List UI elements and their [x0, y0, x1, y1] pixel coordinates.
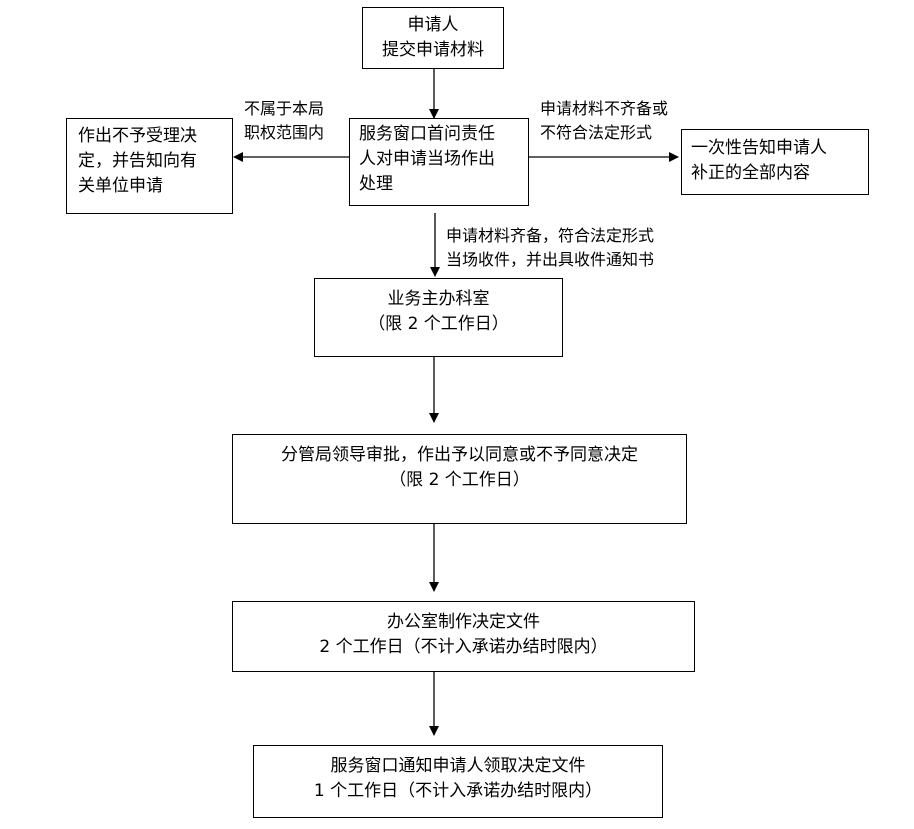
final-line-2: 1 个工作日（不计入承诺办结时限内） [313, 781, 603, 801]
document-line-2: 2 个工作日（不计入承诺办结时限内） [319, 637, 608, 657]
label-incomplete: 申请材料不齐备或 不符合法定形式 [540, 97, 668, 145]
reject-decision-box: 作出不予受理决 定，并告知向有 关单位申请 [66, 118, 233, 214]
leader-review-box: 分管局领导审批，作出予以同意或不予同意决定 （限 2 个工作日） [232, 434, 687, 524]
final-notify-box: 服务窗口通知申请人领取决定文件 1 个工作日（不计入承诺办结时限内） [253, 745, 663, 818]
business-office-box: 业务主办科室 （限 2 个工作日） [314, 278, 563, 357]
label-complete-line-1: 申请材料齐备，符合法定形式 [446, 226, 655, 245]
label-not-in-scope-line-1: 不属于本局 [244, 99, 325, 118]
document-line-1: 办公室制作决定文件 [387, 612, 540, 632]
office-line-2: （限 2 个工作日） [368, 314, 509, 334]
reject-line-2: 定，并告知向有 [78, 151, 197, 171]
label-not-in-scope: 不属于本局 职权范围内 [244, 97, 324, 145]
reject-line-3: 关单位申请 [78, 176, 163, 196]
label-complete-line-2: 当场收件，并出具收件通知书 [446, 250, 655, 269]
applicant-line-2: 提交申请材料 [382, 40, 484, 60]
applicant-line-1: 申请人 [407, 15, 459, 35]
label-complete: 申请材料齐备，符合法定形式 当场收件，并出具收件通知书 [446, 224, 654, 272]
document-box: 办公室制作决定文件 2 个工作日（不计入承诺办结时限内） [232, 601, 695, 672]
notify-line-1: 一次性告知申请人 [691, 138, 827, 158]
label-not-in-scope-line-2: 职权范围内 [244, 123, 325, 142]
label-incomplete-line-1: 申请材料不齐备或 [540, 99, 669, 118]
office-line-1: 业务主办科室 [387, 289, 490, 309]
reject-line-1: 作出不予受理决 [78, 126, 197, 146]
notify-line-2: 补正的全部内容 [691, 163, 810, 183]
service-window-line-3: 处理 [359, 174, 393, 194]
service-window-box: 服务窗口首问责任 人对申请当场作出 处理 [349, 118, 529, 206]
review-line-1: 分管局领导审批，作出予以同意或不予同意决定 [281, 445, 638, 465]
review-line-2: （限 2 个工作日） [389, 470, 530, 490]
final-line-1: 服务窗口通知申请人领取决定文件 [330, 756, 586, 776]
notify-applicant-box: 一次性告知申请人 补正的全部内容 [681, 129, 869, 195]
label-incomplete-line-2: 不符合法定形式 [540, 123, 653, 142]
service-window-line-1: 服务窗口首问责任 [359, 124, 495, 144]
applicant-box: 申请人 提交申请材料 [362, 7, 504, 69]
service-window-line-2: 人对申请当场作出 [359, 149, 495, 169]
